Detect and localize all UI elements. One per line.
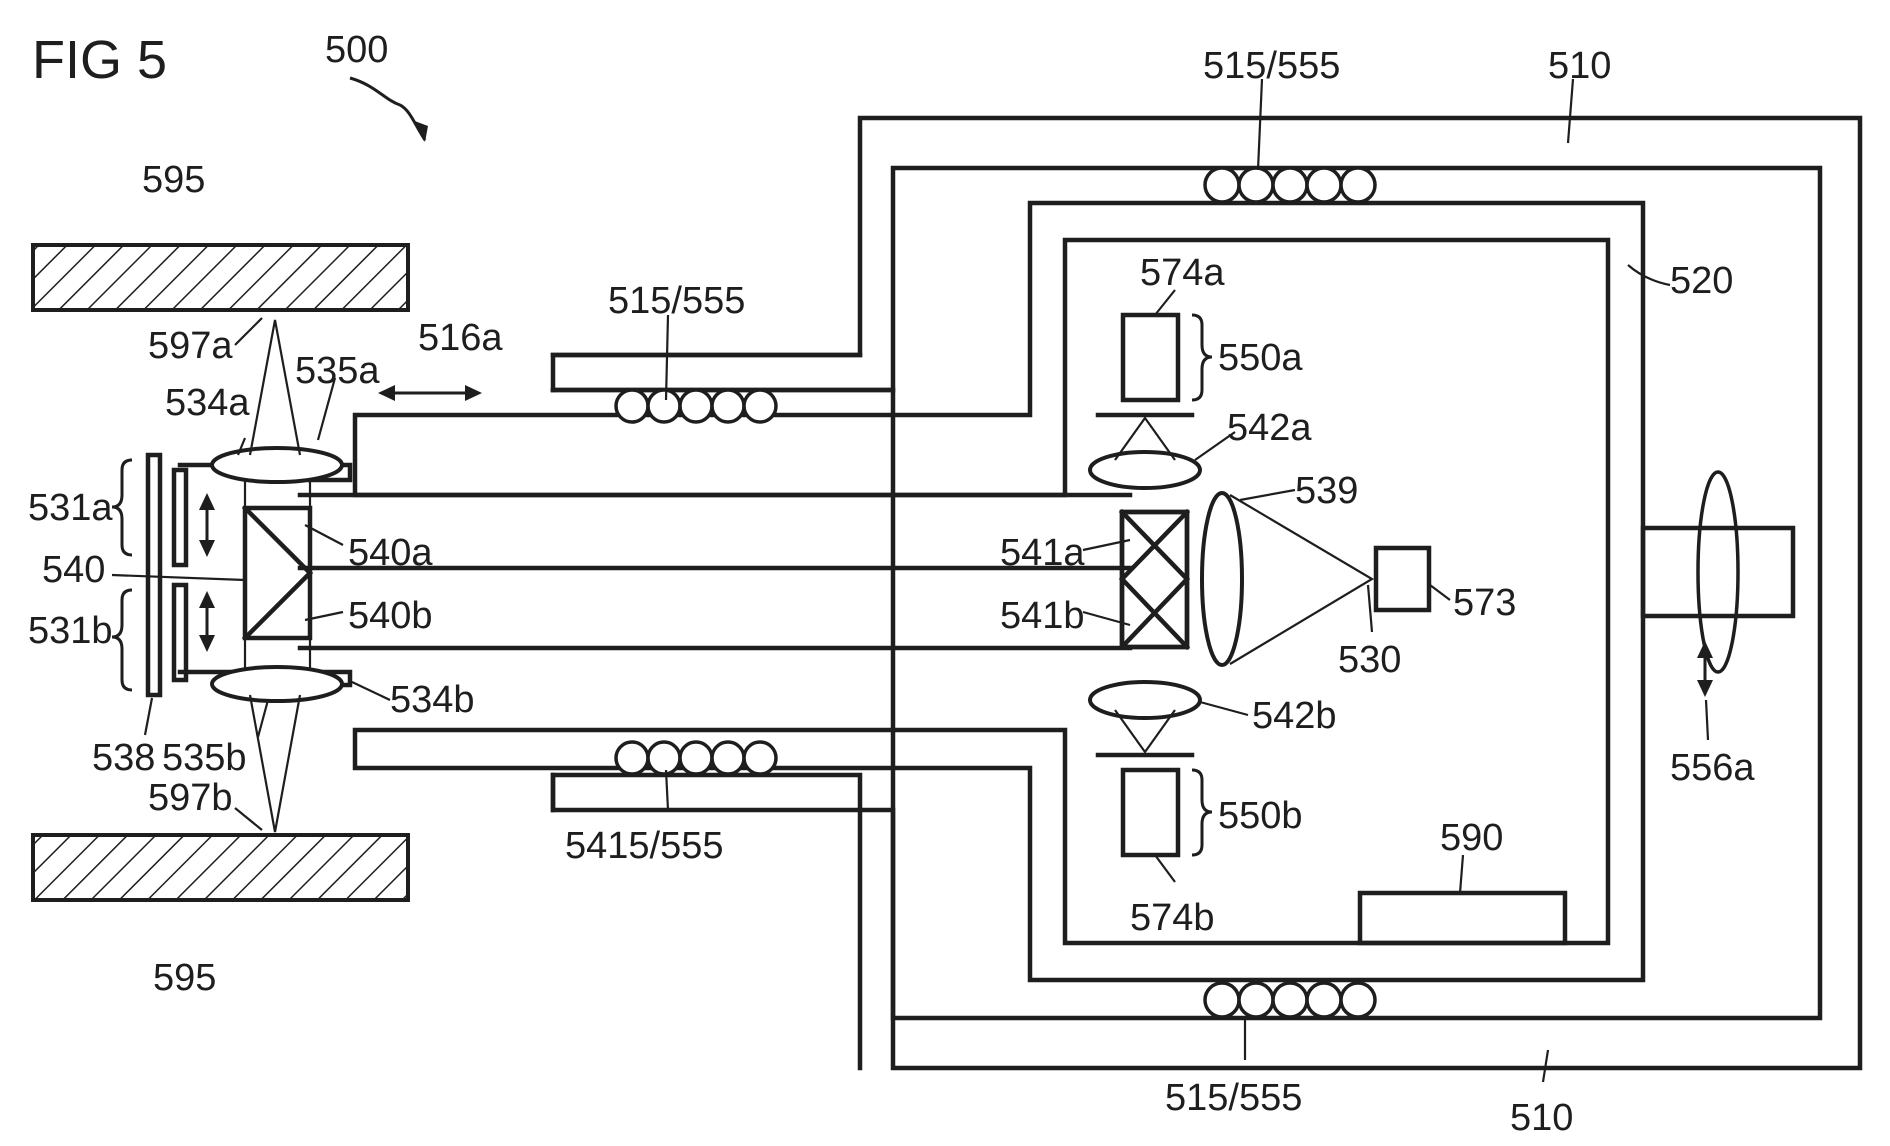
beamsplitter-541 — [1122, 512, 1187, 647]
label-500: 500 — [325, 29, 388, 71]
label-541a: 541a — [1000, 532, 1085, 574]
label-597a: 597a — [148, 325, 233, 367]
ray-597b — [250, 695, 300, 832]
label-590: 590 — [1440, 817, 1503, 859]
ray-597a — [250, 320, 300, 455]
sensor-550a — [1123, 315, 1178, 400]
lens-535b — [212, 667, 342, 701]
lens-539 — [1202, 493, 1242, 665]
beamsplitter-540 — [245, 508, 310, 638]
label-520: 520 — [1670, 260, 1733, 302]
beamsplitter-541-diagonals — [1122, 512, 1187, 647]
label-535a: 535a — [295, 350, 380, 392]
label-542b: 542b — [1252, 695, 1337, 737]
housing-520-outer — [355, 203, 1643, 980]
label-515-555-upper-arm: 515/555 — [608, 280, 745, 322]
sensor-531b — [174, 585, 186, 680]
double-arrow-516a-icon — [378, 385, 482, 401]
arrow-500-head-icon — [412, 120, 428, 142]
beamsplitter-541-holder — [1122, 512, 1187, 647]
label-515-555-top: 515/555 — [1203, 45, 1340, 87]
lens-542b — [1090, 682, 1200, 718]
double-arrow-531a-icon — [199, 493, 215, 557]
label-510-top: 510 — [1548, 45, 1611, 87]
label-574b: 574b — [1130, 897, 1215, 939]
label-515-555-bottom: 515/555 — [1165, 1077, 1302, 1119]
label-595-top: 595 — [142, 159, 205, 201]
rotation-556a-icon — [1698, 472, 1738, 672]
label-5415-555: 5415/555 — [565, 825, 724, 867]
label-574a: 574a — [1140, 252, 1225, 294]
double-arrow-531b-icon — [199, 591, 215, 652]
label-542a: 542a — [1227, 407, 1312, 449]
brace-550a-icon — [1192, 315, 1212, 400]
label-534b: 534b — [390, 679, 475, 721]
plate-538 — [148, 455, 160, 695]
coil-515-555-upper-arm — [616, 390, 776, 422]
label-540: 540 — [42, 549, 105, 591]
arrow-500-icon — [350, 78, 425, 140]
target-595-top — [33, 245, 408, 310]
double-arrow-556a-icon — [1697, 641, 1713, 697]
brace-550b-icon — [1192, 770, 1212, 855]
unit-590 — [1360, 893, 1565, 943]
detector-573 — [1376, 548, 1429, 610]
label-541b: 541b — [1000, 595, 1085, 637]
sensor-531a — [174, 470, 186, 565]
label-516a: 516a — [418, 317, 503, 359]
housing-510-inner — [553, 355, 860, 390]
label-573: 573 — [1453, 582, 1516, 624]
coil-5415-555-lower-arm — [616, 742, 776, 774]
label-510-bottom: 510 — [1510, 1097, 1573, 1139]
label-534a: 534a — [165, 382, 250, 424]
label-539: 539 — [1295, 470, 1358, 512]
sensor-550b — [1123, 770, 1178, 855]
label-556a: 556a — [1670, 747, 1755, 789]
label-540b: 540b — [348, 595, 433, 637]
label-550b: 550b — [1218, 795, 1303, 837]
label-531a: 531a — [28, 487, 113, 529]
label-535b: 535b — [162, 737, 247, 779]
label-595-bottom: 595 — [153, 957, 216, 999]
target-595-bottom — [33, 835, 408, 900]
brace-531a-icon — [112, 460, 132, 555]
lens-535a — [212, 448, 342, 482]
label-530: 530 — [1338, 639, 1401, 681]
beamsplitter-540-diagonals — [245, 508, 310, 638]
coil-515-555-bottom — [1205, 983, 1375, 1017]
figure-title: FIG 5 — [32, 30, 167, 90]
label-531b: 531b — [28, 610, 113, 652]
coil-515-555-top — [1205, 168, 1375, 202]
brace-531b-icon — [112, 590, 132, 690]
leader-lines — [112, 79, 1708, 1082]
label-597b: 597b — [148, 777, 233, 819]
label-540a: 540a — [348, 532, 433, 574]
label-538: 538 — [92, 737, 155, 779]
label-550a: 550a — [1218, 337, 1303, 379]
shaft-556a — [1643, 528, 1793, 616]
lens-542a — [1090, 452, 1200, 488]
